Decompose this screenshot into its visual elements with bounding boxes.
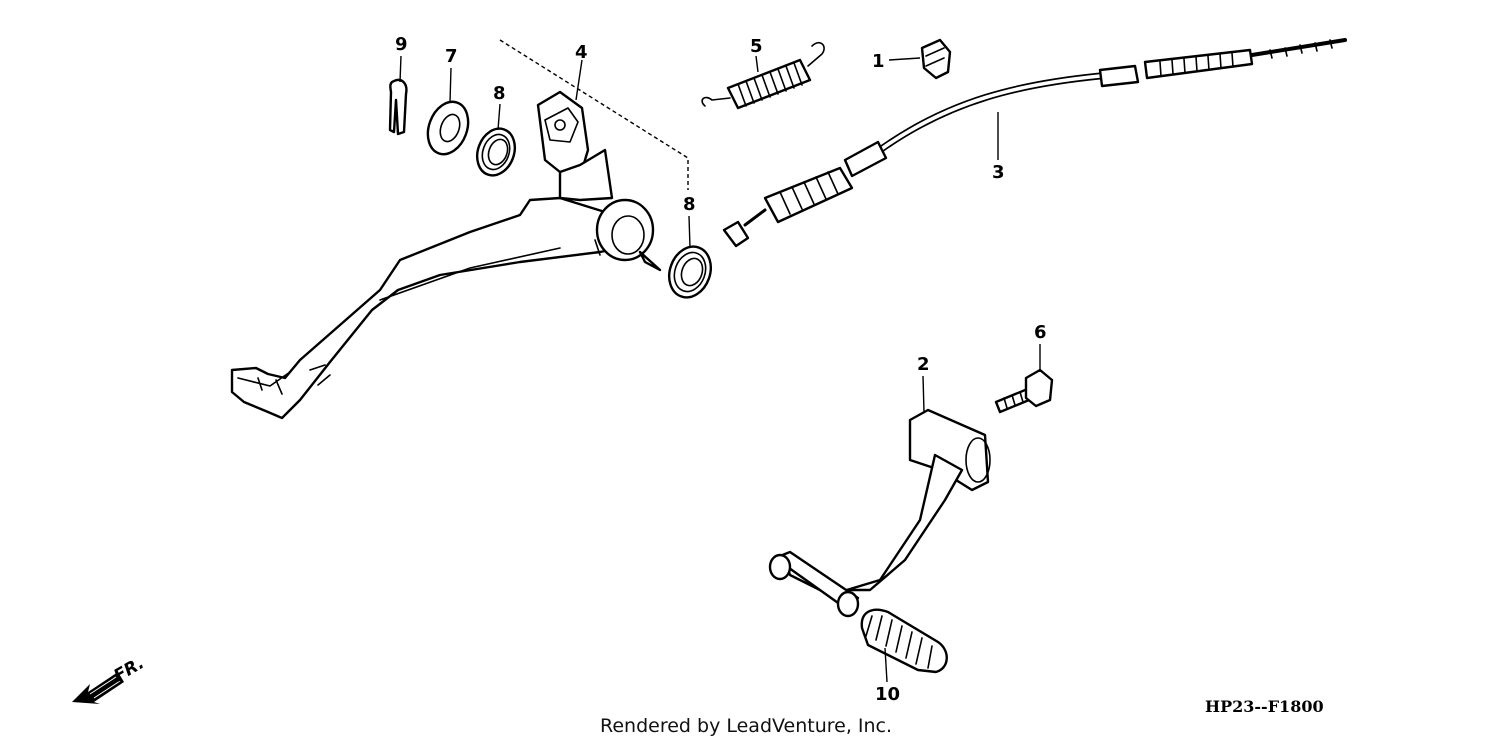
leader-lines <box>399 39 1041 683</box>
flange-bolt[interactable] <box>994 368 1054 414</box>
washer[interactable] <box>421 96 475 160</box>
callout-4: 4 <box>575 42 588 63</box>
oil-seal-upper[interactable] <box>471 123 521 180</box>
cotter-pin[interactable] <box>388 78 408 136</box>
front-direction-arrow: FR. <box>72 653 148 704</box>
brake-pedal-lever[interactable] <box>230 90 662 420</box>
brake-cable[interactable] <box>722 38 1347 248</box>
return-spring[interactable] <box>701 41 825 110</box>
cable-clip[interactable] <box>920 38 952 80</box>
callout-5: 5 <box>750 36 763 57</box>
pedal-rubber[interactable] <box>860 608 948 674</box>
oil-seal-lower[interactable] <box>662 241 717 304</box>
callout-8-upper: 8 <box>493 83 506 104</box>
callout-9: 9 <box>395 34 408 55</box>
callout-10: 10 <box>875 684 900 705</box>
callout-3: 3 <box>992 162 1005 183</box>
rendered-by-credit: Rendered by LeadVenture, Inc. <box>600 715 892 737</box>
shift-pedal[interactable] <box>768 408 991 618</box>
diagram-code: HP23--F1800 <box>1205 697 1324 716</box>
callout-1: 1 <box>872 51 885 72</box>
callout-2: 2 <box>917 354 930 375</box>
callout-8-lower: 8 <box>683 194 696 215</box>
callout-6: 6 <box>1034 322 1047 343</box>
callout-7: 7 <box>445 46 458 67</box>
